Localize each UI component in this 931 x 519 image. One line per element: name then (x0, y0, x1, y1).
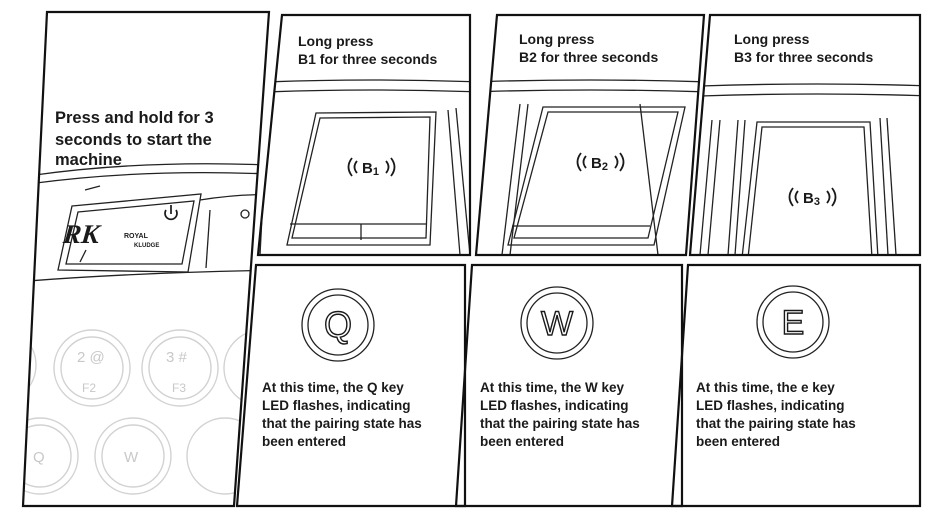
result-e-panel: E At this time, the e key LED flashes, i… (670, 263, 922, 508)
result-w-line-3: that the pairing state has (480, 416, 640, 431)
result-q-line-1: At this time, the Q key (262, 380, 404, 395)
faint-keycaps: 2 @ F2 3 # F3 Q W (23, 326, 269, 495)
power-icon (164, 205, 178, 221)
result-q-line-3: that the pairing state has (262, 416, 422, 431)
w-key-led: W (520, 286, 594, 360)
logo-line1: ROYAL (124, 233, 149, 240)
wave-right-icon (614, 152, 625, 172)
keycap-f3-top: 3 # (166, 349, 188, 366)
keycap-q: Q (33, 449, 45, 466)
button-b2-label: B2 (591, 155, 608, 173)
wave-right-icon (826, 187, 837, 207)
button-b3-indicator: B3 (788, 187, 837, 208)
button-b3-label: B3 (803, 190, 820, 208)
button-b1-label: B1 (362, 160, 379, 178)
result-w-panel: W At this time, the W key LED flashes, i… (454, 263, 684, 508)
power-instruction-line-3: machine (55, 151, 122, 169)
keycap-f3-bottom: F3 (172, 381, 186, 395)
result-q-line-4: been entered (262, 434, 346, 449)
e-key-letter: E (782, 304, 805, 342)
logo-display (57, 193, 202, 273)
press-b1-line-1: Long press (298, 33, 374, 49)
power-panel: RK ROYAL KLUDGE 2 @ F2 (21, 10, 271, 508)
w-key-letter: W (541, 305, 573, 343)
press-b2-line-2: B2 for three seconds (519, 49, 658, 65)
button-b2-indicator: B2 (576, 152, 625, 173)
wave-left-icon (576, 152, 587, 172)
result-e-line-2: LED flashes, indicating (696, 398, 845, 413)
wave-left-icon (788, 187, 799, 207)
wave-left-icon (347, 157, 358, 177)
keycap-f2-top: 2 @ (77, 349, 105, 366)
press-b3-line-1: Long press (734, 31, 810, 47)
result-e-line-4: been entered (696, 434, 780, 449)
long-press-b1-panel: Long press B1 for three seconds B1 (256, 13, 472, 257)
power-instruction-line-1: Press and hold for 3 (55, 109, 214, 127)
long-press-b2-panel: Long press B2 for three seconds B2 (474, 13, 706, 257)
wave-right-icon (385, 157, 396, 177)
result-w-line-1: At this time, the W key (480, 380, 625, 395)
result-e-line-1: At this time, the e key (696, 380, 835, 395)
logo-mark: RK (61, 219, 103, 249)
q-key-letter: Q (324, 304, 352, 345)
keycap-f2-bottom: F2 (82, 381, 96, 395)
keycap-w: W (124, 449, 139, 466)
press-b3-line-2: B3 for three seconds (734, 49, 873, 65)
power-instruction-line-2: seconds to start the (55, 131, 212, 149)
button-b1-indicator: B1 (347, 157, 396, 178)
result-w-line-2: LED flashes, indicating (480, 398, 629, 413)
long-press-b3-panel: Long press B3 for three seconds B3 (688, 13, 922, 257)
press-b1-line-2: B1 for three seconds (298, 51, 437, 67)
q-key-led: Q (301, 288, 375, 362)
result-q-panel: Q At this time, the Q key LED flashes, i… (235, 263, 467, 508)
press-b2-line-1: Long press (519, 31, 595, 47)
result-e-line-3: that the pairing state has (696, 416, 856, 431)
result-q-line-2: LED flashes, indicating (262, 398, 411, 413)
e-key-led: E (756, 285, 830, 359)
logo-line2: KLUDGE (134, 243, 159, 249)
result-w-line-4: been entered (480, 434, 564, 449)
